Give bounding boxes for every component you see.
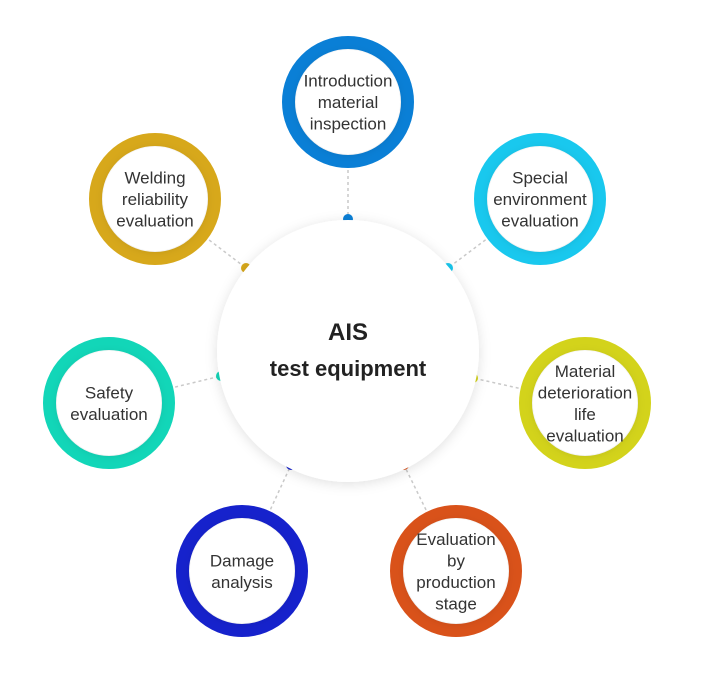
node-label-material-deterioration: evaluation <box>546 426 624 445</box>
connector-special-environment <box>447 239 487 269</box>
node-material-deterioration: Material deterioration life evaluation <box>519 337 651 469</box>
connector-welding <box>208 239 247 269</box>
node-label-production-stage: by <box>447 551 465 570</box>
connector-damage-analysis <box>269 464 292 510</box>
node-damage-analysis: Damage analysis <box>176 505 308 637</box>
node-welding: Welding reliability evaluation <box>89 133 221 265</box>
node-label-material-deterioration: Material <box>555 362 615 381</box>
connector-production-stage <box>403 464 427 511</box>
node-label-welding: reliability <box>122 190 189 209</box>
node-label-special-environment: Special <box>512 169 568 188</box>
node-production-stage: Evaluation by production stage <box>390 505 522 637</box>
node-inner-damage-analysis <box>190 519 294 623</box>
node-label-special-environment: environment <box>493 190 587 209</box>
node-inner-production-stage <box>404 519 508 623</box>
node-inner-material-deterioration <box>533 351 637 455</box>
center-circle <box>217 220 479 482</box>
node-inner-introduction <box>296 50 400 154</box>
node-label-special-environment: evaluation <box>501 212 579 231</box>
node-label-production-stage: production <box>416 573 495 592</box>
node-label-safety: Safety <box>85 383 134 402</box>
node-label-damage-analysis: analysis <box>211 573 272 592</box>
node-introduction: Introduction material inspection <box>282 36 414 168</box>
node-label-production-stage: Evaluation <box>416 530 495 549</box>
node-special-environment: Special environment evaluation <box>474 133 606 265</box>
node-label-material-deterioration: life <box>574 405 596 424</box>
center-title: AIS <box>328 319 368 346</box>
node-label-production-stage: stage <box>435 594 477 613</box>
node-label-welding: Welding <box>124 169 185 188</box>
node-label-damage-analysis: Damage <box>210 551 274 570</box>
node-label-introduction: Introduction <box>304 72 393 91</box>
node-label-safety: evaluation <box>70 405 148 424</box>
node-label-introduction: material <box>318 93 378 112</box>
node-label-material-deterioration: deterioration <box>538 383 633 402</box>
node-inner-special-environment <box>488 147 592 251</box>
connector-material-deterioration <box>472 377 519 389</box>
center-hub: AIS test equipment <box>217 220 479 482</box>
connector-safety <box>174 375 222 388</box>
node-safety: Safety evaluation <box>43 337 175 469</box>
node-inner-safety <box>57 351 161 455</box>
center-subtitle: test equipment <box>270 356 427 381</box>
node-label-welding: evaluation <box>116 212 194 231</box>
node-inner-welding <box>103 147 207 251</box>
node-label-introduction: inspection <box>310 115 387 134</box>
